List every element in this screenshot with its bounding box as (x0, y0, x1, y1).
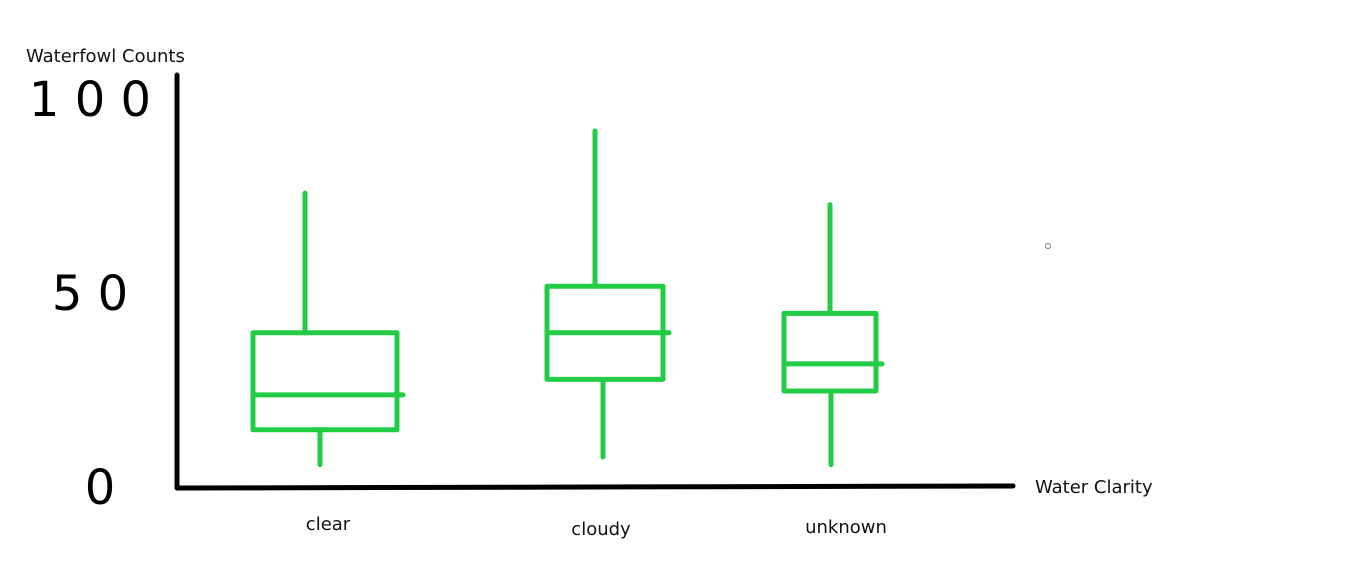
x-tick-label-cloudy: cloudy (571, 519, 631, 540)
box-body (781, 310, 879, 394)
stray-dot (1045, 243, 1051, 249)
x-tick-label-clear: clear (306, 514, 351, 535)
x-axis (174, 483, 1016, 491)
y-tick-label-100: 1 0 0 (29, 72, 151, 128)
boxes (250, 128, 885, 468)
y-tick-label-50: 5 0 (52, 266, 128, 322)
y-tick-label-0: 0 (85, 460, 116, 516)
x-axis-label: Water Clarity (1035, 477, 1153, 498)
y-tick-labels: 0 5 0 1 0 0 (29, 72, 151, 516)
box-body (250, 330, 400, 433)
box-cloudy (544, 128, 672, 460)
x-tick-labels: clear cloudy unknown (306, 514, 887, 540)
x-tick-label-unknown: unknown (805, 517, 887, 538)
y-axis-label: Waterfowl Counts (26, 46, 185, 67)
box-unknown (781, 202, 885, 468)
axes (174, 72, 1016, 491)
box-clear (250, 190, 406, 468)
